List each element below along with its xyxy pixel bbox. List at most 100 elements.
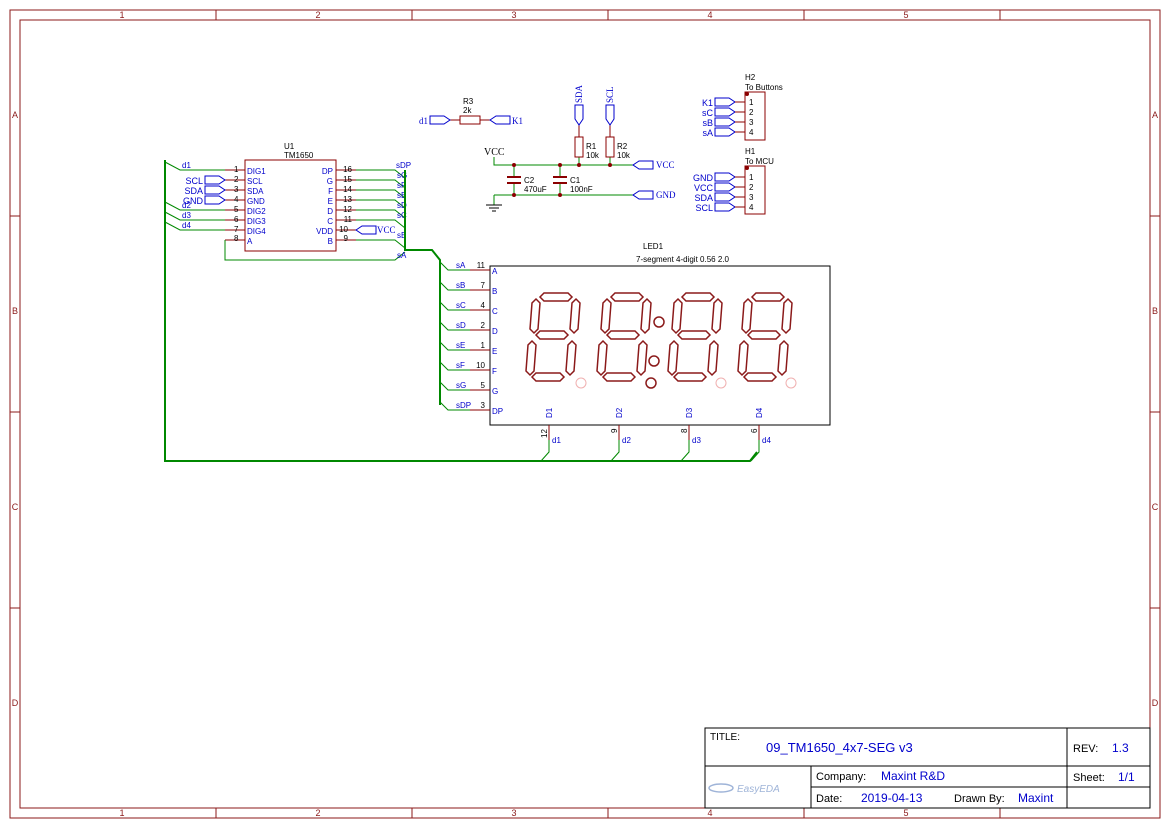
- u1-pin-name: C: [327, 217, 333, 226]
- u1-pin-num: 4: [234, 195, 239, 204]
- frame-row-label: B: [1152, 306, 1158, 316]
- led1-part: 7-segment 4-digit 0.56 2.0: [636, 255, 729, 264]
- u1-part: TM1650: [284, 151, 314, 160]
- led1-pin-name: D: [492, 327, 498, 336]
- u1-pin-name: DP: [322, 167, 333, 176]
- led1-digit-name: D3: [685, 407, 694, 418]
- h2-pin-num: 2: [749, 108, 754, 117]
- h2-pin-num: 3: [749, 118, 754, 127]
- led1-pin-num: 5: [481, 381, 486, 390]
- company-value: Maxint R&D: [881, 769, 945, 783]
- h1-pin-num: 3: [749, 193, 754, 202]
- led1-pin-num: 4: [481, 301, 486, 310]
- port-label: d1: [419, 116, 428, 126]
- u1-pin-num: 12: [343, 205, 352, 214]
- easyeda-logo: EasyEDA: [708, 783, 780, 795]
- u1-designator: U1: [284, 142, 295, 151]
- frame-col-label: 2: [315, 808, 320, 818]
- net-label: sE: [397, 191, 406, 200]
- port-label: SDA: [184, 186, 203, 196]
- u1-pin-name: DIG4: [247, 227, 266, 236]
- u1-body: [244, 159, 337, 252]
- u1-pin-num: 1: [234, 165, 239, 174]
- r2-designator: R2: [617, 142, 628, 151]
- frame-column-labels: 1 2 3 4 5 1 2 3 4 5: [119, 10, 908, 818]
- c1-value: 100nF: [570, 185, 593, 194]
- net-label: d4: [762, 436, 771, 445]
- frame-col-label: 3: [511, 10, 516, 20]
- r1-designator: R1: [586, 142, 597, 151]
- frame-row-label: D: [1152, 698, 1159, 708]
- u1-pin-name: SCL: [247, 177, 263, 186]
- u1-pin-num: 9: [344, 234, 349, 243]
- led1-pin-num: 1: [481, 341, 486, 350]
- company-label: Company:: [816, 771, 866, 783]
- sheet-label: Sheet:: [1073, 772, 1105, 784]
- u1-pin-name: D: [327, 207, 333, 216]
- net-label: d4: [182, 221, 191, 230]
- led1-pin-num: 7: [481, 281, 486, 290]
- net-label: sF: [456, 361, 465, 370]
- led1-designator: LED1: [643, 242, 664, 251]
- drawing-frame: [9, 9, 1161, 819]
- port-label: sB: [702, 118, 713, 128]
- net-label: sG: [456, 381, 466, 390]
- net-label: d2: [622, 436, 631, 445]
- h2-pin-num: 1: [749, 98, 754, 107]
- frame-col-label: 5: [903, 808, 908, 818]
- frame-row-label: C: [12, 502, 19, 512]
- u1-pin-name: E: [328, 197, 333, 206]
- frame-col-label: 1: [119, 10, 124, 20]
- net-label: d1: [552, 436, 561, 445]
- u1-pin-name: DIG3: [247, 217, 266, 226]
- date-label: Date:: [816, 793, 842, 805]
- led1-digit-name: D1: [545, 407, 554, 418]
- u1-right-nets: sDP sG sF sE sD sC sB sA VCC: [355, 161, 411, 260]
- led1-display[interactable]: LED1 7-segment 4-digit 0.56 2.0 sA sB sC…: [439, 242, 831, 462]
- h2-designator: H2: [745, 73, 756, 82]
- u1-left-nets: d1 d2 d3 d4 SCL SDA GND: [164, 161, 406, 261]
- title-block: TITLE: 09_TM1650_4x7-SEG v3 REV: 1.3 Com…: [704, 727, 1151, 809]
- drawn-by-value: Maxint: [1018, 791, 1054, 805]
- led1-pin-name: E: [492, 347, 497, 356]
- u1-pin-num: 15: [343, 175, 352, 184]
- u1-pin-num: 7: [234, 225, 239, 234]
- frame-row-label: B: [12, 306, 18, 316]
- frame-row-labels: A B C D A B C D: [12, 110, 1159, 708]
- led1-pin-num: 12: [540, 429, 549, 438]
- u1-pin-name: VDD: [316, 227, 333, 236]
- port-label: K1: [512, 116, 523, 126]
- net-label: sDP: [396, 161, 411, 170]
- led1-pin-num: 2: [481, 321, 486, 330]
- u1-pin-name: SDA: [247, 187, 264, 196]
- led1-pin-num: 9: [610, 428, 619, 433]
- port-label: VCC: [656, 160, 675, 170]
- net-label: sE: [456, 341, 465, 350]
- r3-designator: R3: [463, 97, 474, 106]
- net-label: d1: [182, 161, 191, 170]
- led1-digit-name: D4: [755, 407, 764, 418]
- r3-value: 2k: [463, 106, 472, 115]
- h2-description: To Buttons: [745, 83, 783, 92]
- u1-pin-num: 13: [343, 195, 352, 204]
- led1-pin-name: C: [492, 307, 498, 316]
- led1-pin-name: A: [492, 267, 498, 276]
- u1-pin-num: 2: [234, 175, 239, 184]
- net-label: sB: [397, 231, 406, 240]
- r3-resistor[interactable]: R3 2k d1 K1: [419, 97, 523, 126]
- u1-pin-name: A: [247, 237, 253, 246]
- u1-pin-num: 14: [343, 185, 352, 194]
- port-label: SCL: [605, 86, 615, 103]
- net-label: sC: [397, 211, 407, 220]
- port-label: VCC: [694, 183, 714, 193]
- frame-col-label: 4: [707, 808, 712, 818]
- u1-tm1650[interactable]: U1 TM1650 1 2 3 4 5 6 7 8 DIG1 SCL SDA: [225, 142, 356, 252]
- net-label: sA: [397, 251, 407, 260]
- net-label: d2: [182, 201, 191, 210]
- led1-pin-name: B: [492, 287, 497, 296]
- frame-row-label: A: [1152, 110, 1158, 120]
- h1-header[interactable]: H1 To MCU 1 2 3 4 GND VCC SDA SCL: [693, 147, 774, 215]
- h2-header[interactable]: H2 To Buttons 1 2 3 4 K1 sC sB sA: [702, 73, 783, 141]
- net-label: d3: [692, 436, 701, 445]
- led1-pin-num: 11: [477, 261, 486, 270]
